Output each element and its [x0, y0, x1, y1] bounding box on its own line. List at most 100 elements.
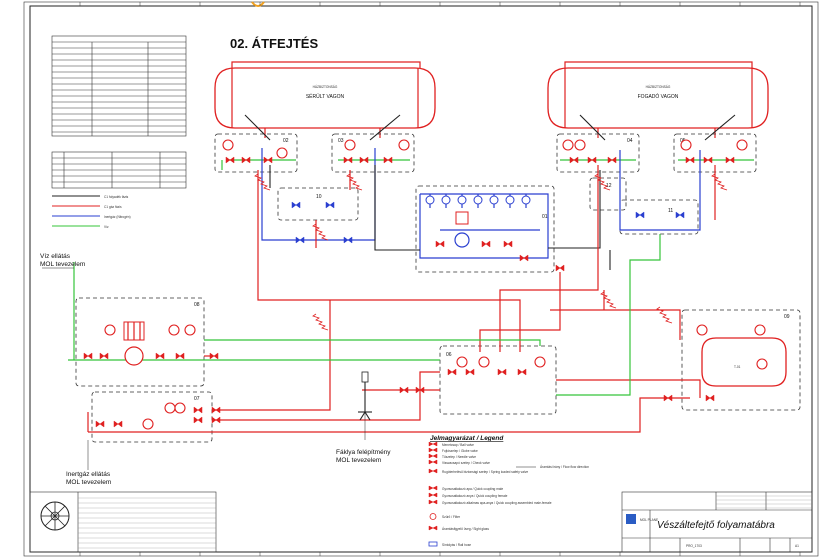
valve-marker — [685, 156, 695, 164]
drawing-number: PRO_1703 — [686, 544, 702, 548]
valve-marker — [555, 264, 565, 272]
line-key-gas: C1 gáz fázis — [104, 205, 122, 209]
legend-item-label: Síntolyás / Rail hose — [442, 543, 471, 547]
valve-marker — [607, 156, 617, 164]
svg-text:Víz ellátás: Víz ellátás — [40, 253, 71, 260]
legend-item: Gyorscsatlakozó apa / Quick coupling mal… — [428, 485, 503, 491]
line-type-key: C1 folyadék fázis C1 gáz fázis Inertgáz … — [52, 195, 131, 229]
valve-marker — [211, 406, 221, 414]
safety-valve-marker — [711, 173, 728, 191]
legend-item-label: Menetcsap / Ball valve — [442, 443, 474, 447]
label-water-supply: Víz ellátás MOL tevezelem — [40, 253, 85, 269]
label-flare: Fáklya felépítmény MOL tevezelem — [336, 449, 391, 464]
legend-item-label: Gyorscsatlakozó anya / Quick coupling fe… — [442, 494, 508, 498]
valve-marker — [343, 236, 353, 244]
safety-valve-marker — [254, 173, 271, 191]
drawing-title: 02. ÁTFEJTÉS — [230, 36, 318, 51]
company-logo-icon — [626, 514, 636, 524]
legend-item: Szűrő / Filter — [429, 513, 461, 520]
label-inert-supply: Inertgáz ellátás MOL tevezelem — [66, 440, 111, 486]
drawing-name: Vészáltefejtő folyamatábra — [657, 520, 775, 531]
tank-right-code: HÁZBIZTONSÁG — [646, 85, 671, 89]
valve-marker — [465, 368, 475, 376]
svg-text:08: 08 — [194, 302, 200, 308]
valve-marker — [291, 201, 301, 209]
nitrogen-gauges — [425, 195, 531, 248]
valve-marker — [517, 368, 527, 376]
svg-text:Fáklya felépítmény: Fáklya felépítmény — [336, 449, 391, 456]
svg-text:12: 12 — [606, 183, 612, 189]
valve-marker — [211, 416, 221, 424]
valve-marker — [675, 211, 685, 219]
unit-box-08: 08 — [75, 297, 205, 387]
line-key-water: Víz — [104, 225, 109, 229]
valve-marker — [155, 352, 165, 360]
valve-marker — [359, 156, 369, 164]
legend-item-label: Szűrő / Filter — [442, 515, 461, 519]
svg-text:10: 10 — [316, 194, 322, 200]
legend-item: Síntolyás / Rail hose — [428, 541, 471, 547]
unit-box-11: 11 — [619, 199, 699, 235]
legend-flow-note: Áramlási irány / Flow flow direction — [540, 465, 589, 469]
legend-item-label: Visszacsapó szelep / Check valve — [442, 461, 490, 465]
safety-valve-marker — [312, 313, 329, 331]
valve-markers — [83, 156, 735, 428]
valve-marker — [415, 386, 425, 394]
valve-marker — [241, 156, 251, 164]
legend-item-label: Tűszelep / Needle valve — [442, 455, 476, 459]
svg-text:MOL tevezelem: MOL tevezelem — [66, 479, 111, 486]
bottom-left-block — [29, 491, 217, 553]
instruments-07 — [142, 402, 186, 430]
valve-marker — [99, 352, 109, 360]
tank-damaged-wagon: HÁZBIZTONSÁG SÉRÜLT VAGON — [214, 61, 436, 138]
svg-text:MOL tevezelem: MOL tevezelem — [336, 457, 381, 464]
svg-text:11: 11 — [668, 208, 673, 214]
legend-item: Gyorscsatlakozó alkalmas apa-anya / Quic… — [428, 499, 552, 505]
valve-marker — [503, 240, 513, 248]
flare-stack — [358, 371, 372, 440]
tank-receiving-wagon: HÁZBIZTONSÁG FOGADÓ VAGON — [547, 61, 769, 138]
valve-marker — [663, 394, 673, 402]
tank-left-code: HÁZBIZTONSÁG — [313, 85, 338, 89]
unit-box-06: 06 — [439, 345, 557, 415]
top-mark — [251, 1, 265, 7]
unit-box-12: 12 — [589, 177, 627, 211]
drawing-revision: A1 — [795, 544, 799, 548]
svg-text:Inertgáz ellátás: Inertgáz ellátás — [66, 471, 111, 478]
valve-marker — [295, 236, 305, 244]
equipment-table — [51, 35, 187, 137]
pump-unit-08 — [104, 321, 196, 366]
legend-item-label: Gyorscsatlakozó apa / Quick coupling mal… — [442, 487, 503, 491]
company-name: MOL PLANE — [640, 518, 658, 522]
svg-text:07: 07 — [194, 396, 200, 402]
safety-valve-marker — [594, 173, 611, 191]
valve-marker — [703, 156, 713, 164]
legend-item: Fojtószelep / Globe valve — [428, 447, 478, 453]
legend-title: Jelmagyarázat / Legend — [430, 435, 504, 442]
unit-box-09: 09 — [681, 309, 801, 411]
legend-item-label: Rugóterhelésű biztonsági szelep / Spring… — [442, 470, 528, 474]
svg-text:01: 01 — [542, 214, 548, 220]
valve-marker — [263, 156, 273, 164]
legend-item: Visszacsapó szelep / Check valve — [428, 459, 490, 465]
svg-text:02: 02 — [283, 138, 289, 144]
valve-marker — [587, 156, 597, 164]
line-legend — [51, 151, 187, 189]
legend-item: Gyorscsatlakozó anya / Quick coupling fe… — [428, 492, 508, 498]
legend-item: Rugóterhelésű biztonsági szelep / Spring… — [428, 468, 528, 474]
vessel-T01: T-01 — [696, 324, 787, 387]
safety-valve-marker — [600, 291, 617, 309]
unit-box-02: 02 — [214, 133, 298, 173]
valve-marker — [325, 201, 335, 209]
valve-marker — [399, 386, 409, 394]
legend-item: Áramlásfigyelő üveg / Sight glass — [428, 525, 489, 531]
svg-text:04: 04 — [627, 138, 633, 144]
legend-item-label: Gyorscsatlakozó alkalmas apa-anya / Quic… — [442, 501, 552, 505]
tank-left-name: SÉRÜLT VAGON — [306, 93, 345, 100]
legend-item-label: Fojtószelep / Globe valve — [442, 449, 478, 453]
valve-marker — [447, 368, 457, 376]
valve-marker — [635, 211, 645, 219]
water-lines — [68, 234, 661, 396]
